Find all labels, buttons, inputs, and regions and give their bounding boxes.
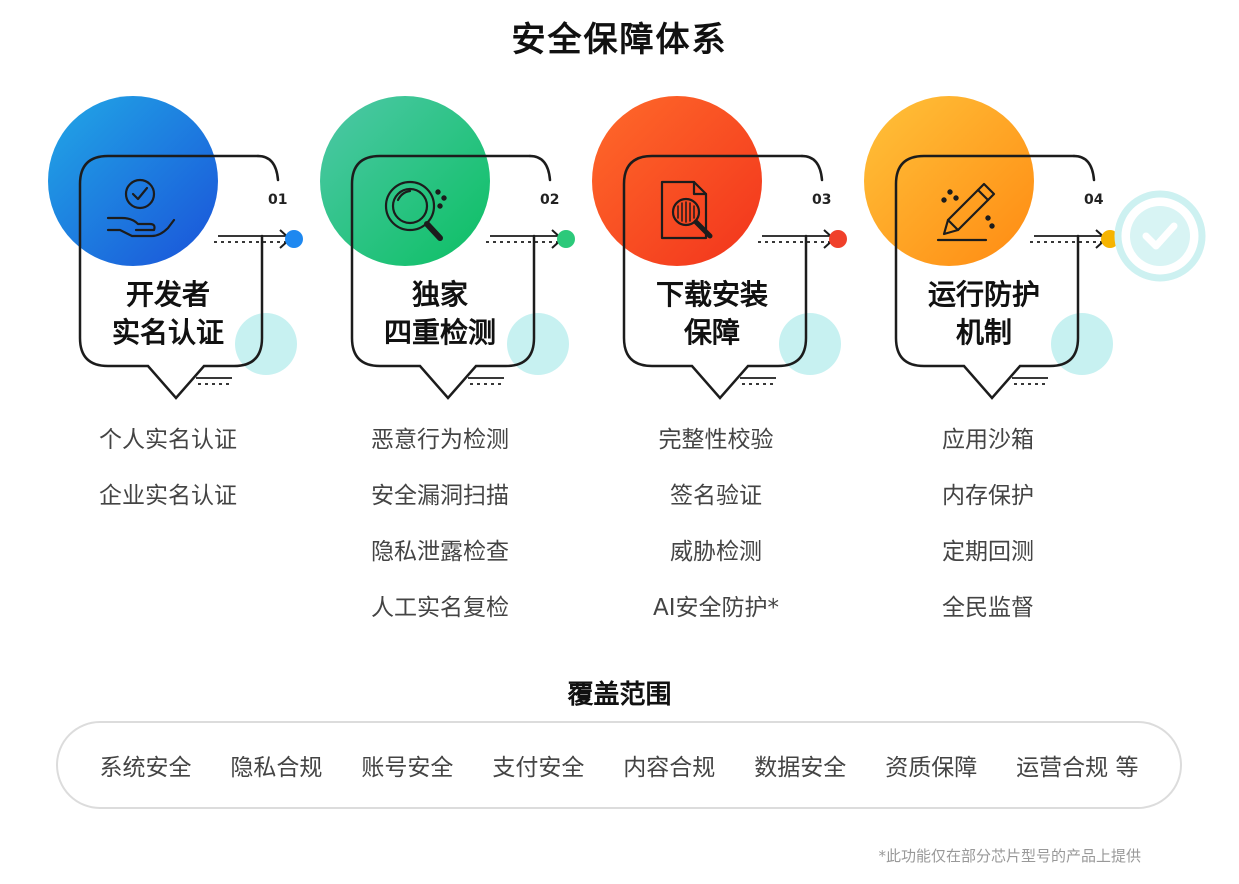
card-runtime-protection: 04 运行防护机制 bbox=[864, 96, 1144, 416]
list-item: 隐私泄露检查 bbox=[371, 539, 509, 565]
teal-circle bbox=[235, 313, 297, 375]
list-item: 内存保护 bbox=[942, 483, 1034, 509]
teal-circle bbox=[1051, 313, 1113, 375]
speech-bubble-outline bbox=[350, 154, 536, 400]
card-items-list: 应用沙箱 内存保护 定期回测 全民监督 bbox=[878, 422, 1098, 646]
scope-item: 隐私合规 bbox=[230, 755, 323, 781]
scope-item: 账号安全 bbox=[361, 755, 454, 781]
magnifier-icon bbox=[384, 180, 447, 241]
scope-item: 系统安全 bbox=[99, 755, 192, 781]
list-item: AI安全防护* bbox=[652, 595, 780, 621]
scope-item: 内容合规 bbox=[623, 755, 716, 781]
bubble-top-curve bbox=[528, 154, 552, 182]
card-title: 运行防护机制 bbox=[927, 278, 1040, 349]
arrow-dot bbox=[1101, 230, 1119, 248]
teal-circle bbox=[779, 313, 841, 375]
card-title: 开发者实名认证 bbox=[111, 278, 224, 349]
scope-item: 数据安全 bbox=[754, 755, 847, 781]
bubble-top-curve bbox=[256, 154, 280, 182]
card-title: 下载安装保障 bbox=[655, 278, 768, 349]
check-circle-icon bbox=[1114, 190, 1206, 282]
scope-item: 资质保障 bbox=[885, 755, 978, 781]
teal-circle bbox=[507, 313, 569, 375]
hand-check-icon bbox=[106, 178, 176, 238]
card-developer-verification: 01 开发者实名认证 bbox=[48, 96, 328, 416]
card-number: 04 bbox=[1084, 192, 1104, 208]
list-item: 完整性校验 bbox=[658, 427, 774, 453]
card-graphic bbox=[320, 96, 575, 400]
list-item: 个人实名认证 bbox=[99, 427, 237, 453]
list-item: 签名验证 bbox=[670, 483, 762, 509]
footnote: *此功能仅在部分芯片型号的产品上提供 bbox=[878, 847, 1141, 865]
card-number: 01 bbox=[268, 192, 288, 208]
speech-bubble-outline bbox=[78, 154, 264, 400]
speech-bubble-outline bbox=[894, 154, 1080, 400]
bubble-top-curve bbox=[800, 154, 824, 182]
bubble-top-curve bbox=[1072, 154, 1096, 182]
arrow-dot bbox=[829, 230, 847, 248]
scope-items-box: 系统安全 隐私合规 账号安全 支付安全 内容合规 数据安全 资质保障 运营合规 … bbox=[56, 721, 1182, 809]
list-item: 安全漏洞扫描 bbox=[371, 483, 509, 509]
list-item: 企业实名认证 bbox=[99, 483, 237, 509]
scope-item: 支付安全 bbox=[492, 755, 585, 781]
card-items-list: 个人实名认证 企业实名认证 bbox=[58, 422, 278, 534]
card-title: 独家四重检测 bbox=[383, 278, 496, 349]
list-item: 定期回测 bbox=[942, 539, 1034, 565]
card-graphic bbox=[48, 96, 303, 400]
card-graphic bbox=[864, 96, 1119, 400]
document-scan-icon bbox=[660, 180, 713, 240]
card-number: 02 bbox=[540, 192, 560, 208]
list-item: 人工实名复检 bbox=[371, 595, 509, 621]
scope-item: 运营合规 等 bbox=[1016, 755, 1139, 781]
speech-bubble-outline bbox=[622, 154, 808, 400]
arrow-dot bbox=[557, 230, 575, 248]
pencil-icon bbox=[936, 182, 996, 242]
card-items-list: 完整性校验 签名验证 威胁检测 AI安全防护* bbox=[606, 422, 826, 646]
page-title: 安全保障体系 bbox=[511, 20, 728, 60]
list-item: 应用沙箱 bbox=[942, 427, 1034, 453]
list-item: 全民监督 bbox=[942, 595, 1034, 621]
list-item: 威胁检测 bbox=[670, 539, 762, 565]
gradient-circle bbox=[320, 96, 490, 266]
card-exclusive-detection: 02 独家四重检测 bbox=[320, 96, 600, 416]
arrow-dot bbox=[285, 230, 303, 248]
list-item: 恶意行为检测 bbox=[371, 427, 509, 453]
card-number: 03 bbox=[812, 192, 832, 208]
card-items-list: 恶意行为检测 安全漏洞扫描 隐私泄露检查 人工实名复检 bbox=[330, 422, 550, 646]
card-graphic bbox=[592, 96, 847, 400]
scope-title: 覆盖范围 bbox=[567, 680, 672, 710]
card-download-protection: 03 下载安装保障 bbox=[592, 96, 872, 416]
